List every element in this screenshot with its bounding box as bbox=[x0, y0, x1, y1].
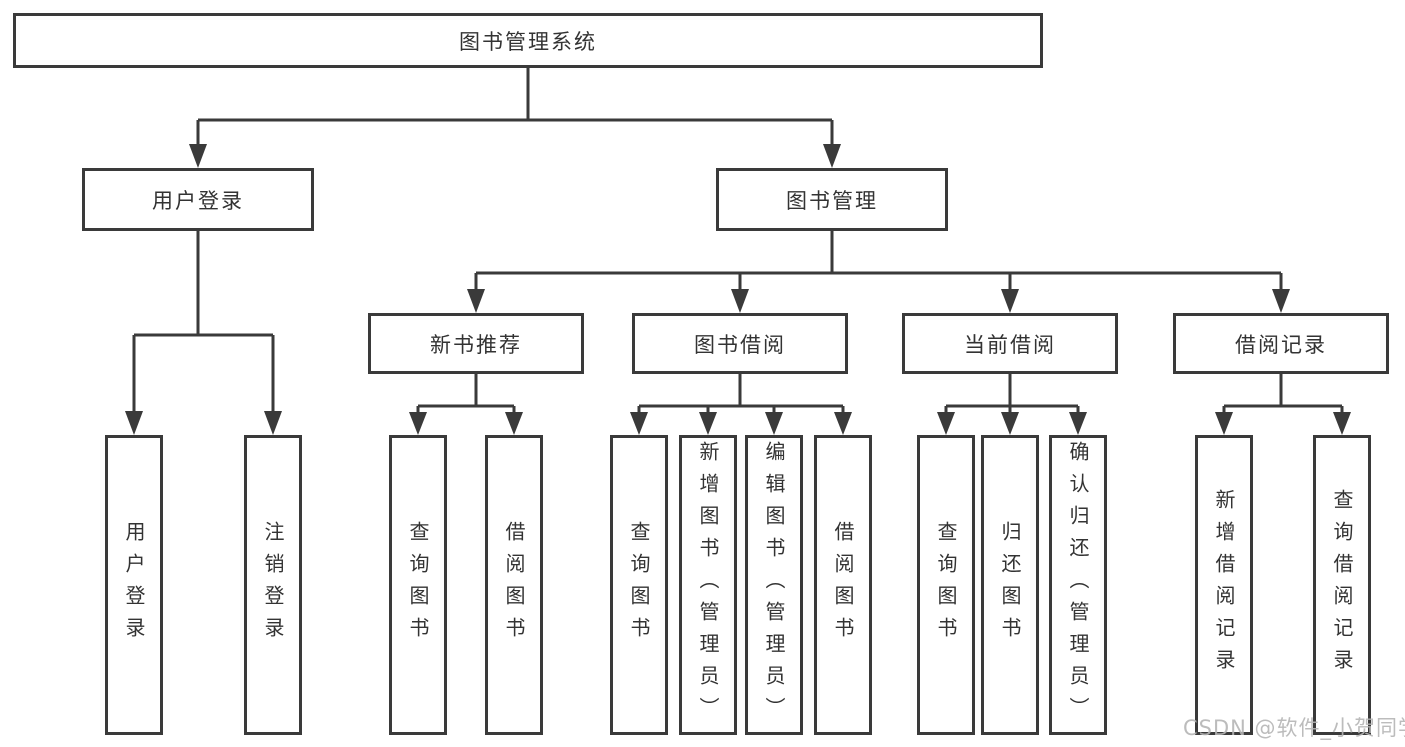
node-current-borrowing: 当前借阅 bbox=[902, 313, 1118, 374]
leaf-return-books: 归还图书 bbox=[981, 435, 1039, 735]
leaf-user-login: 用户登录 bbox=[105, 435, 163, 735]
connector-book-management-children bbox=[467, 231, 1290, 313]
node-new-book-recommendation: 新书推荐 bbox=[368, 313, 584, 374]
leaf-logout: 注销登录 bbox=[244, 435, 302, 735]
leaf-search-books-recommend: 查询图书 bbox=[389, 435, 447, 735]
leaf-confirm-return-admin: 确认归还（管理员） bbox=[1049, 435, 1107, 735]
leaf-edit-books-admin: 编辑图书（管理员） bbox=[745, 435, 803, 735]
node-book-borrowing: 图书借阅 bbox=[632, 313, 848, 374]
leaf-add-borrow-record: 新增借阅记录 bbox=[1195, 435, 1253, 735]
connector-user-login-children bbox=[125, 231, 282, 435]
connector-book-borrow-children bbox=[630, 374, 852, 435]
leaf-borrow-books: 借阅图书 bbox=[814, 435, 872, 735]
connector-new-book-children bbox=[409, 374, 523, 435]
watermark: CSDN @软件_小贺同学 bbox=[1183, 716, 1405, 740]
leaf-search-books-borrow: 查询图书 bbox=[610, 435, 668, 735]
leaf-borrow-books-recommend: 借阅图书 bbox=[485, 435, 543, 735]
node-borrowing-records: 借阅记录 bbox=[1173, 313, 1389, 374]
node-user-login: 用户登录 bbox=[82, 168, 314, 231]
connector-records-children bbox=[1215, 374, 1351, 435]
connector-root-to-level2 bbox=[189, 68, 841, 168]
leaf-add-books-admin: 新增图书（管理员） bbox=[679, 435, 737, 735]
node-library-system: 图书管理系统 bbox=[13, 13, 1043, 68]
connector-current-borrow-children bbox=[937, 374, 1087, 435]
leaf-search-borrow-record: 查询借阅记录 bbox=[1313, 435, 1371, 735]
node-book-management: 图书管理 bbox=[716, 168, 948, 231]
leaf-search-books-current: 查询图书 bbox=[917, 435, 975, 735]
